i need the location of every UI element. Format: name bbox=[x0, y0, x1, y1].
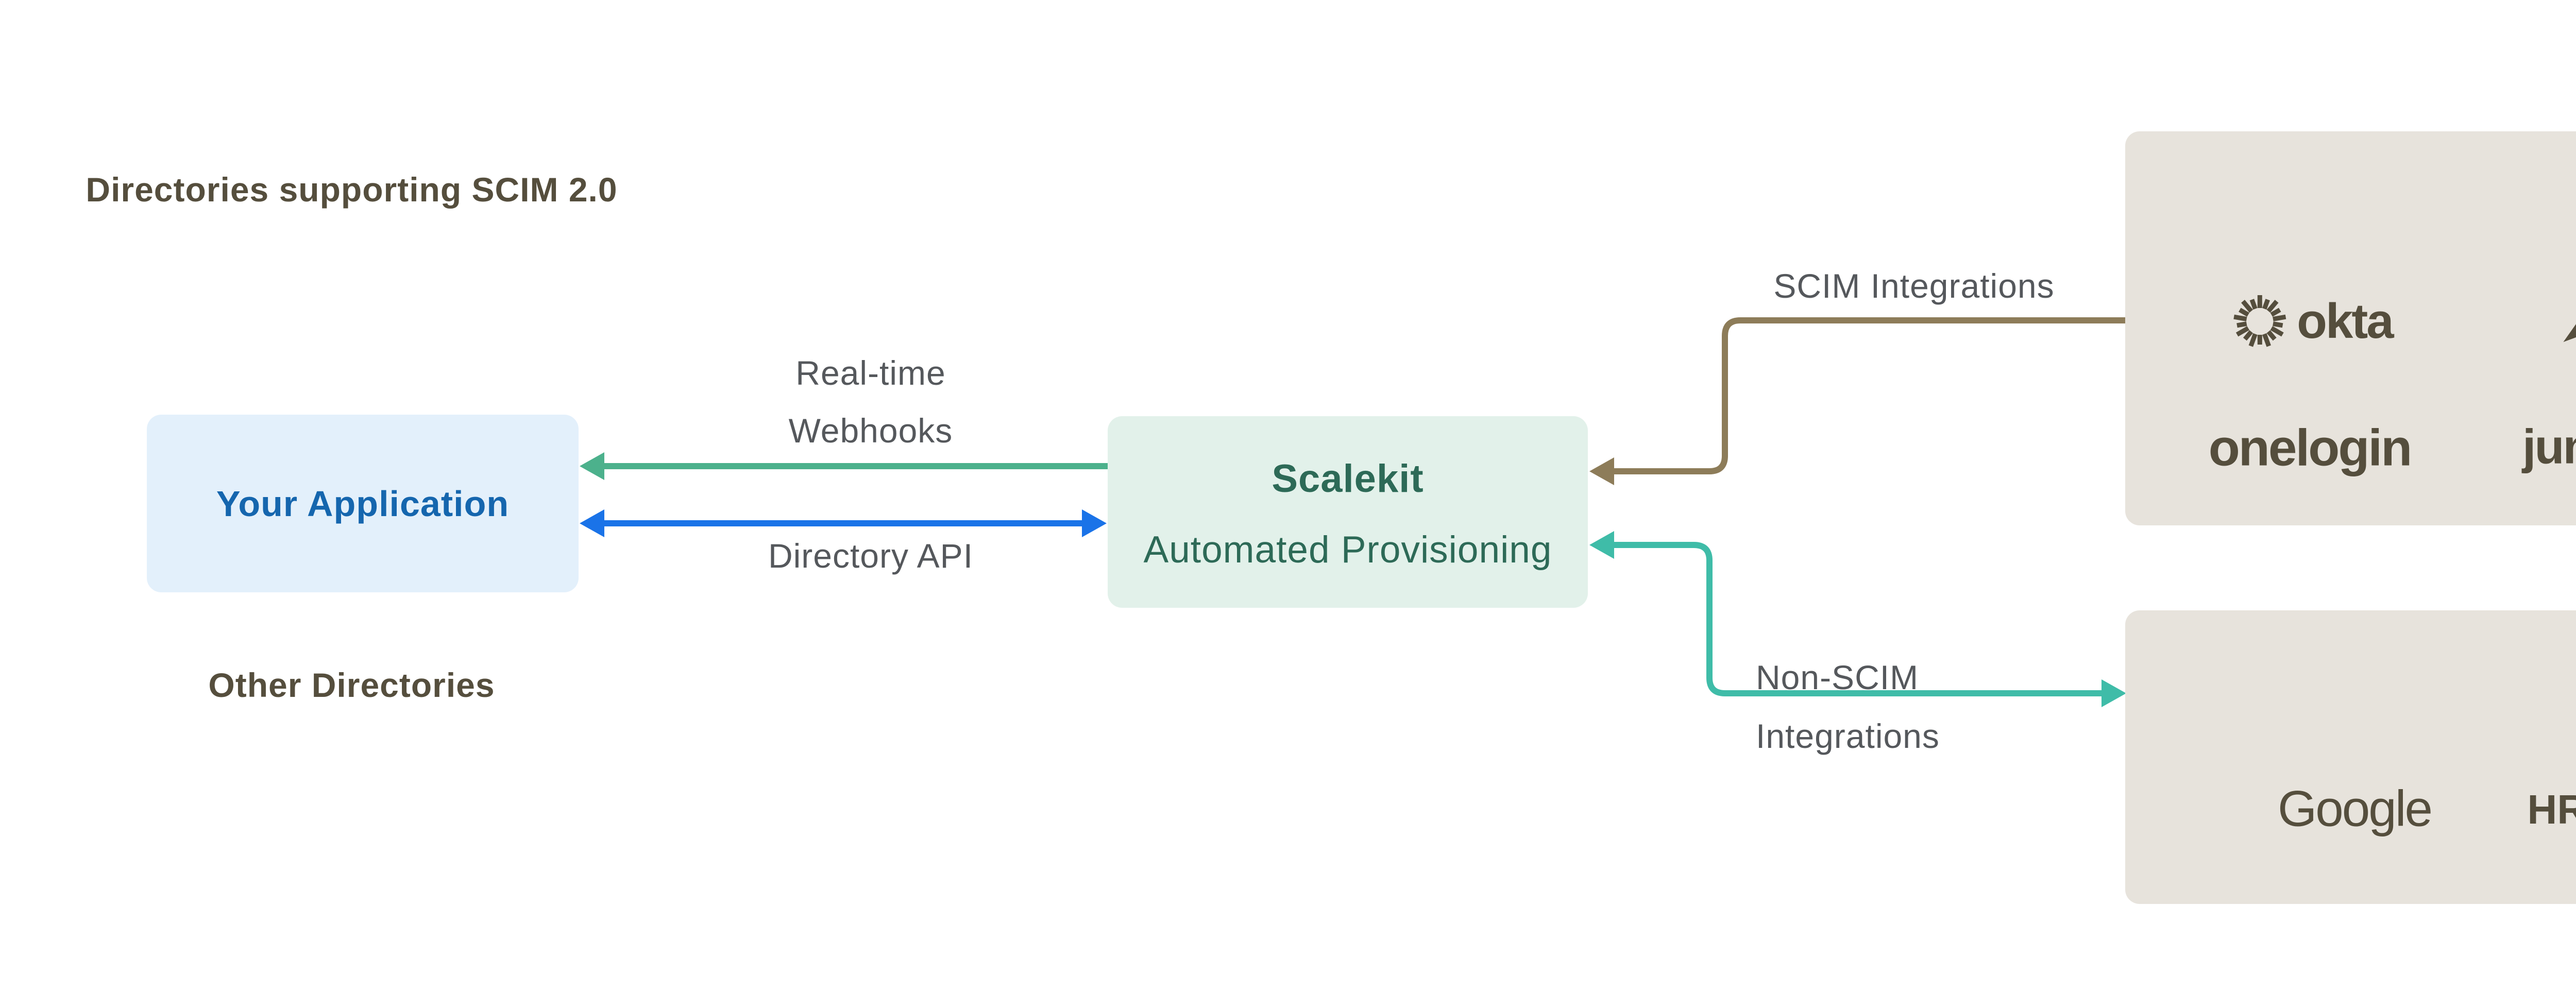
non-scim-label-line2: Integrations bbox=[1756, 717, 1940, 755]
realtime-webhooks-label-line1: Real-time bbox=[795, 354, 946, 392]
azure-logo: Azure bbox=[2562, 295, 2576, 344]
jumpcloud-wordmark: jumpcloud bbox=[2522, 419, 2576, 474]
scim-integrations-arrow bbox=[1589, 317, 2128, 485]
realtime-webhooks-label-line2: Webhooks bbox=[788, 412, 953, 450]
scalekit-title: Scalekit bbox=[1272, 457, 1424, 501]
arrowhead-left-icon bbox=[1589, 531, 1614, 559]
other-directories-title: Other Directories bbox=[208, 666, 495, 704]
azure-triangle-icon bbox=[2562, 295, 2576, 344]
your-application-label: Your Application bbox=[216, 483, 510, 524]
realtime-webhooks-arrow bbox=[580, 452, 1112, 480]
other-directories-node bbox=[2125, 610, 2576, 904]
okta-sunburst-icon bbox=[2231, 293, 2289, 350]
scim-directories-node bbox=[2125, 131, 2576, 525]
scalekit-node: Scalekit Automated Provisioning bbox=[1108, 416, 1588, 608]
scim-directories-title: Directories supporting SCIM 2.0 bbox=[86, 170, 618, 209]
scim-integrations-label: SCIM Integrations bbox=[1773, 267, 2055, 305]
arrowhead-right-icon bbox=[1082, 509, 1107, 537]
arrowhead-left-icon bbox=[580, 509, 604, 537]
directory-api-arrow bbox=[580, 509, 1107, 537]
okta-wordmark: okta bbox=[2297, 294, 2394, 349]
your-application-node: Your Application bbox=[147, 415, 579, 592]
google-wordmark: Google bbox=[2277, 780, 2433, 837]
okta-logo: okta bbox=[2231, 293, 2394, 350]
hrms-hris-text: HRMS/HRIS bbox=[2527, 787, 2576, 832]
arrowhead-left-icon bbox=[580, 452, 604, 480]
arrowhead-right-icon bbox=[2102, 679, 2126, 707]
google-logo: Google bbox=[2277, 780, 2433, 838]
realtime-webhooks-label: Real-time Webhooks bbox=[690, 344, 1051, 459]
non-scim-label-line1: Non-SCIM bbox=[1756, 658, 1919, 696]
non-scim-integrations-arrow bbox=[1589, 531, 2126, 707]
arrowhead-left-icon bbox=[1589, 457, 1614, 485]
jumpcloud-logo: jumpcloud TM bbox=[2522, 419, 2576, 475]
directory-api-label: Directory API bbox=[768, 537, 974, 575]
hrms-hris-label: HRMS/HRIS bbox=[2528, 786, 2576, 833]
non-scim-integrations-label: Non-SCIM Integrations bbox=[1756, 648, 1940, 765]
onelogin-wordmark: onelogin bbox=[2208, 419, 2413, 477]
scalekit-subtitle: Automated Provisioning bbox=[1143, 529, 1552, 571]
onelogin-logo: onelogin bbox=[2208, 419, 2413, 478]
